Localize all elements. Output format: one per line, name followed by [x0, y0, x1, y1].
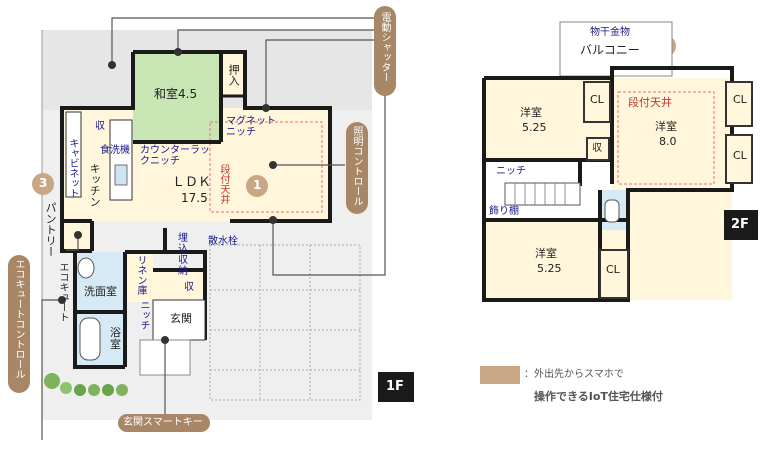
yoshitsu1-label: 洋室	[520, 106, 542, 119]
ecocute-label: エコキュート	[57, 262, 68, 322]
shokusenki-label: 食洗機	[100, 145, 130, 156]
balcony-label: バルコニー	[580, 43, 640, 57]
2f-dantsuki-label: 段付天井	[628, 96, 672, 109]
yoshitsu3-size: 5.25	[537, 262, 562, 275]
oshiire-label: 押入	[227, 64, 241, 86]
monohoshi-label: 物干金物	[590, 27, 630, 38]
washitsu-label: 和室4.5	[154, 87, 198, 101]
yoshitsu2-size: 8.0	[659, 135, 677, 148]
counter-rack-niche-label: カウンターラックニッチ	[140, 145, 210, 167]
marker-2-text: 2	[661, 38, 670, 52]
lighting-callout	[346, 122, 368, 214]
shu-box	[586, 137, 610, 161]
pantry-label: パントリー	[44, 202, 58, 257]
marker-1-text: 1	[253, 178, 262, 192]
floor2-walls	[482, 66, 734, 302]
cl4-label: CL	[606, 263, 620, 276]
cl2-label: CL	[733, 93, 747, 106]
umekomi-label: 埋込収納	[178, 233, 188, 277]
magnet-niche-label: マグネットニッチ	[226, 116, 276, 138]
kitchen-label: キッチン	[88, 163, 102, 207]
genkan-label: 玄関	[170, 312, 192, 325]
dantsuki-label: 段付天井	[218, 164, 229, 204]
cl3-label: CL	[733, 149, 747, 162]
floor1-walls	[60, 50, 332, 369]
marker-3	[32, 173, 54, 195]
callout-lines	[41, 17, 386, 440]
legend-line1: ：外出先からスマホで	[524, 369, 624, 380]
shrubs	[44, 373, 128, 396]
smart-key-callout-text: 玄関スマートキー	[123, 417, 203, 428]
floor1-label-box	[378, 372, 414, 402]
wash-basin	[77, 257, 95, 279]
yoshitsu3-label: 洋室	[535, 247, 557, 260]
smart-key-callout	[118, 414, 210, 432]
shutter-callout-text: 電動シャッター	[379, 12, 390, 82]
shu2-label: 収	[184, 282, 194, 293]
eco-control-callout	[8, 255, 30, 393]
bathtub	[79, 317, 101, 361]
shu-label: 収	[95, 121, 105, 132]
cabinet-label: キャビネット	[67, 138, 78, 198]
2f-ceiling-outline	[617, 91, 715, 185]
ldk-label: ＬＤＫ	[172, 175, 212, 190]
floor2-label-box	[724, 210, 758, 240]
cl2-box	[725, 81, 753, 127]
2f-niche-label: ニッチ	[496, 166, 526, 177]
marker-1	[246, 175, 268, 197]
shutter-callout	[374, 6, 396, 96]
sansui-label: 散水栓	[208, 236, 238, 247]
yoshitsu1-size: 5.25	[522, 121, 547, 134]
floor2-label: 2F	[731, 217, 749, 232]
yoku-label: 浴室	[110, 326, 121, 352]
2f-shu-label: 収	[592, 143, 602, 154]
cl3-box	[725, 134, 753, 184]
kazaridana-label: 飾り棚	[489, 206, 519, 217]
linen-label: リネン庫	[135, 255, 146, 295]
senmen-label: 洗面室	[84, 285, 117, 298]
legend-line2: 操作できるIoT住宅仕様付	[534, 390, 663, 403]
washitsu-fill	[133, 52, 221, 142]
cl4-box	[599, 249, 629, 299]
floor1-label: 1F	[386, 379, 404, 394]
yoshitsu2-label: 洋室	[655, 120, 677, 133]
ldk-size-label: 17.5	[181, 191, 208, 205]
lighting-callout-text: 照明コントロール	[351, 126, 362, 206]
parking-grid	[209, 244, 361, 401]
ldk-ceiling-outline	[209, 121, 323, 213]
legend-swatch	[480, 366, 520, 384]
marker-3-text: 3	[39, 176, 48, 190]
cl1-box	[583, 81, 611, 123]
eco-control-callout-text: エコキュートコントロール	[13, 259, 24, 379]
niche-label: ニッチ	[138, 300, 149, 330]
cl1-label: CL	[590, 93, 604, 106]
